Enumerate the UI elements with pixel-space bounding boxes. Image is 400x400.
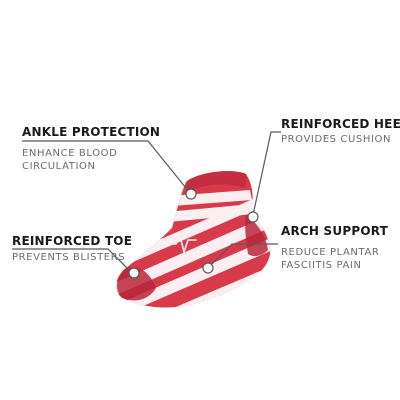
callout-description-line: CIRCULATION <box>22 161 96 173</box>
leader-line-heel <box>252 131 281 216</box>
callout-dot-heel <box>247 211 259 223</box>
callout-dot-arch <box>202 262 214 274</box>
callout-reinforced-heel: REINFORCED HEEL PROVIDES CUSHION <box>281 117 400 145</box>
callout-title: REINFORCED TOE <box>12 234 133 248</box>
sock-stripe <box>116 214 271 296</box>
pulse-logo-icon <box>167 235 197 253</box>
callout-ankle-protection: ANKLE PROTECTION ENHANCE BLOOD CIRCULATI… <box>22 125 161 173</box>
leader-lines <box>12 131 281 274</box>
sock-stripe <box>118 234 271 308</box>
sock-stripe <box>170 190 252 206</box>
leader-line-toe <box>12 248 133 274</box>
callout-title: ARCH SUPPORT <box>281 224 389 238</box>
sock-toe-patch <box>117 266 156 301</box>
leader-line-arch <box>209 243 278 267</box>
sock-heel-patch <box>245 214 268 257</box>
callout-dot-toe <box>128 267 140 279</box>
callout-dot-ankle <box>185 188 197 200</box>
callout-title: REINFORCED HEEL <box>281 117 400 131</box>
callout-title: ANKLE PROTECTION <box>22 125 161 139</box>
sock-body <box>116 171 271 308</box>
callout-description-line: FASCIITIS PAIN <box>281 260 362 272</box>
callout-description-line: REDUCE PLANTAR <box>281 246 380 258</box>
callout-arch-support: ARCH SUPPORT REDUCE PLANTAR FASCIITIS PA… <box>281 224 389 272</box>
callout-description-line: ENHANCE BLOOD <box>22 147 118 159</box>
leader-line-ankle <box>22 140 191 194</box>
sock-stripe <box>166 204 254 222</box>
callout-description-line: PREVENTS BLISTERS <box>12 251 126 263</box>
callout-reinforced-toe: REINFORCED TOE PREVENTS BLISTERS <box>12 234 133 263</box>
sock-cuff <box>186 171 247 192</box>
callout-description-line: PROVIDES CUSHION <box>281 133 392 145</box>
